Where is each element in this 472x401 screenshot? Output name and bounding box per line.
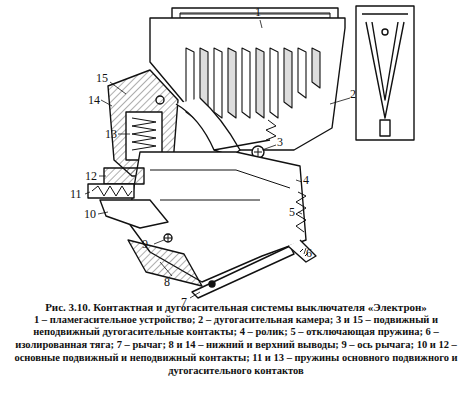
figure-key: 1 – пламегасительное устройство; 2 – дуг… — [10, 314, 462, 378]
callout-number: 3 — [277, 136, 283, 148]
caption-block: Рис. 3.10. Контактная и дугогасительная … — [10, 301, 462, 378]
callout-number: 15 — [96, 72, 108, 84]
callout-number: 14 — [88, 94, 100, 106]
callout-number: 4 — [303, 174, 309, 186]
callout-number: 8 — [164, 276, 170, 288]
callout-number: 9 — [142, 238, 148, 250]
callout-number: 6 — [306, 247, 312, 259]
figure-caption: Рис. 3.10. Контактная и дугогасительная … — [10, 301, 462, 314]
callout-number: 2 — [350, 88, 356, 100]
callout-number: 5 — [289, 206, 295, 218]
callout-number: 1 — [255, 6, 261, 18]
callout-number: 10 — [84, 208, 96, 220]
callout-number: 12 — [85, 170, 97, 182]
callout-number: 11 — [70, 188, 82, 200]
callout-number: 13 — [105, 128, 117, 140]
